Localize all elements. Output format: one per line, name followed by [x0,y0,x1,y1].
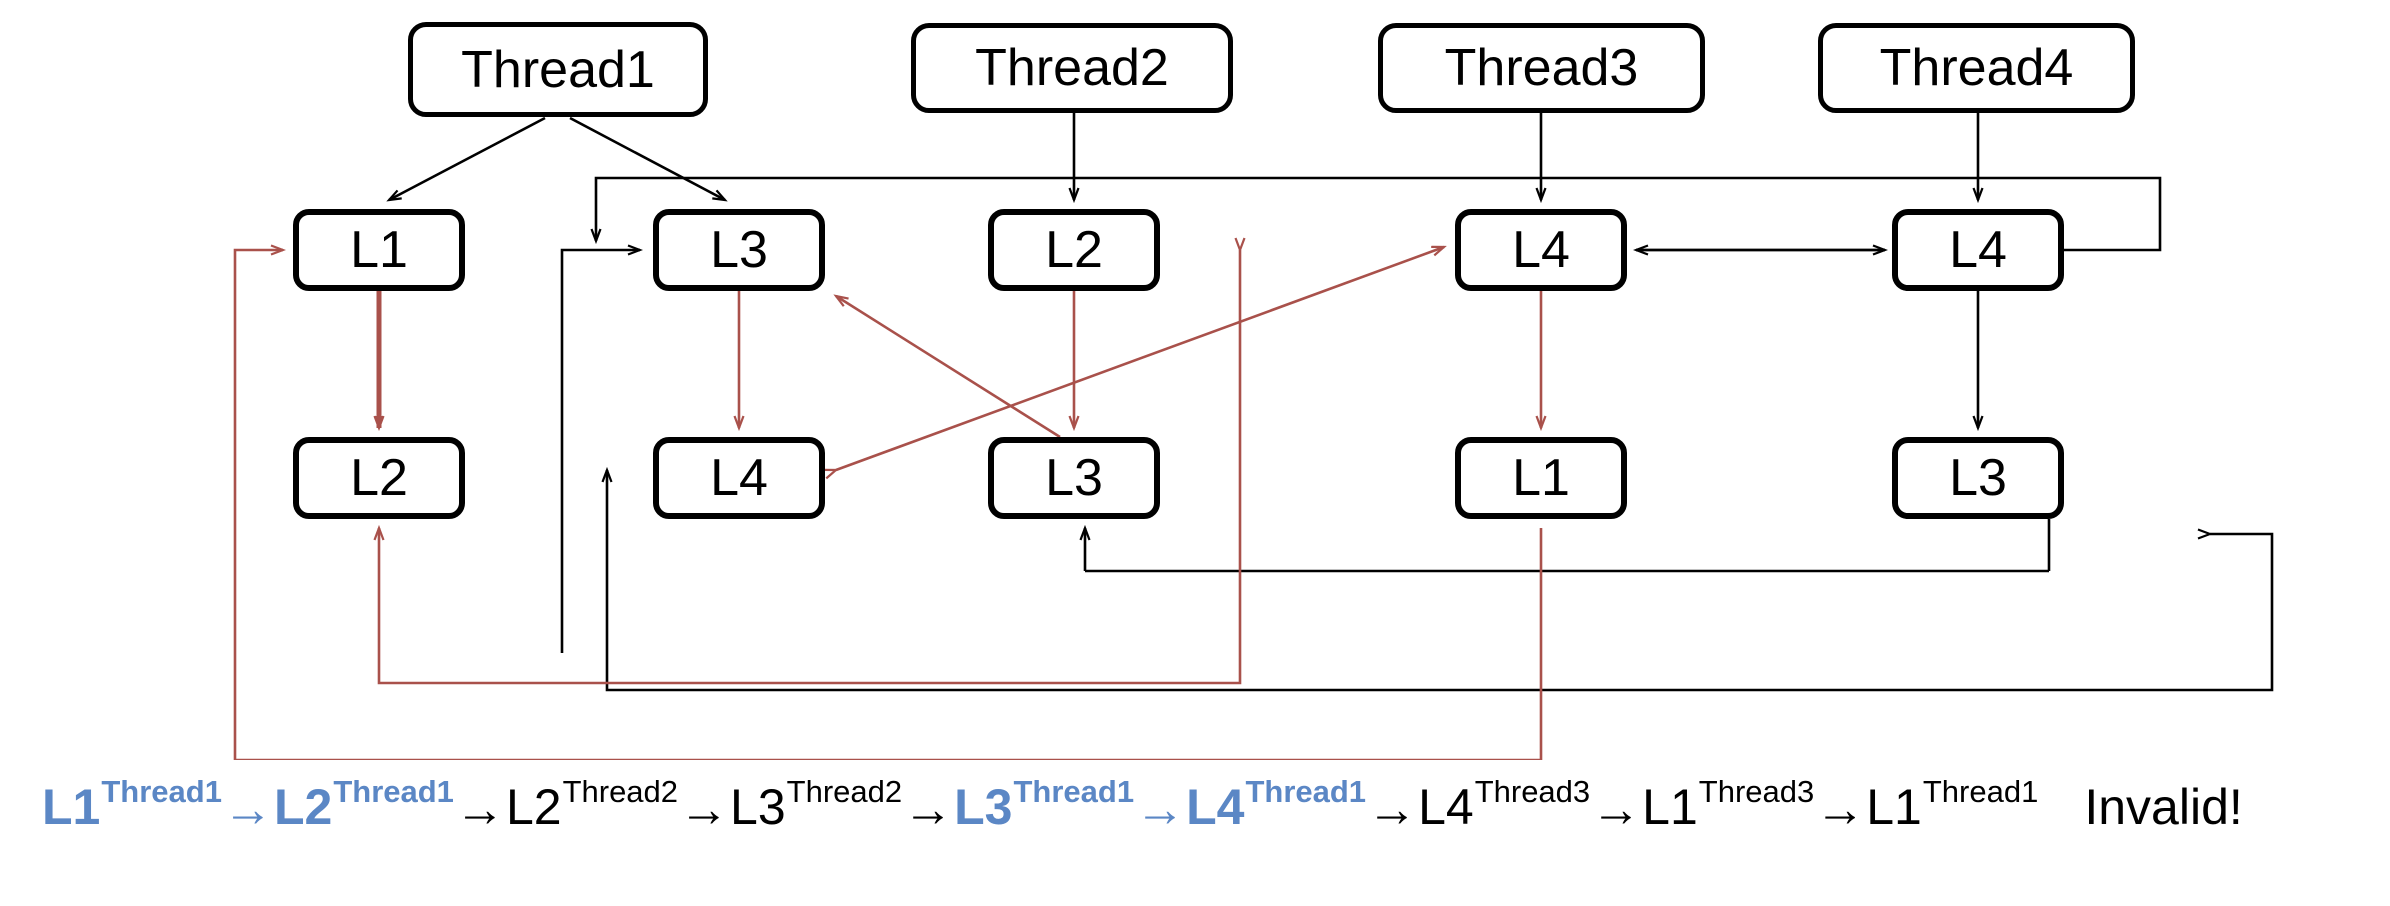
lock-label: L1 [1512,449,1570,507]
sequence-lock-label: L4 [1418,779,1474,835]
lock-label: L4 [1512,221,1570,279]
verdict-label: Invalid! [2084,779,2243,835]
thread-node-thread4[interactable]: Thread4 [1818,23,2135,113]
edge-l3b-l3a-red [836,296,1061,439]
lock-node-n2[interactable]: L3 [653,209,825,291]
sequence-thread-superscript: Thread2 [562,774,679,809]
sequence-thread-superscript: Thread2 [786,774,903,809]
sequence-thread-superscript: Thread3 [1474,774,1591,809]
sequence-arrow-icon: → [222,781,273,837]
thread-label: Thread1 [461,40,655,99]
edge-rail-top-l3 [596,176,2162,250]
sequence-thread-superscript: Thread1 [1922,774,2039,809]
sequence-arrow-icon: → [1367,781,1418,837]
thread-node-thread3[interactable]: Thread3 [1378,23,1705,113]
lock-node-n8[interactable]: L3 [988,437,1160,519]
lock-label: L4 [1949,221,2007,279]
sequence-arrow-icon: → [903,781,954,837]
thread-node-thread1[interactable]: Thread1 [408,22,708,117]
sequence-lock-label: L3 [730,779,786,835]
sequence-lock-label: L3 [954,779,1013,835]
thread-label: Thread4 [1879,39,2074,97]
sequence-thread-superscript: Thread3 [1698,774,1815,809]
sequence-lock-label: L1 [1642,779,1698,835]
edge-rail-red-l2 [379,250,1240,685]
lock-label: L2 [350,449,408,507]
lock-label: L4 [710,449,768,507]
sequence-arrow-icon: → [1135,781,1186,837]
sequence-arrow-icon: → [454,781,505,837]
sequence-arrow-icon: → [1815,781,1866,837]
lock-node-n5[interactable]: L4 [1892,209,2064,291]
lock-node-n1[interactable]: L1 [293,209,465,291]
edge-thread1-l1 [389,116,546,200]
lock-node-n10[interactable]: L3 [1892,437,2064,519]
sequence-thread-superscript: Thread1 [101,774,222,809]
sequence-arrow-icon: → [679,781,730,837]
edge-l1b-rail [1541,519,2050,571]
edge-rail-red-l1 [233,250,1543,760]
lock-label: L3 [710,221,768,279]
lock-node-n7[interactable]: L4 [653,437,825,519]
sequence-thread-superscript: Thread1 [333,774,454,809]
edge-thread1-l3 [569,116,725,200]
sequence-thread-superscript: Thread1 [1245,774,1367,809]
lock-node-n3[interactable]: L2 [988,209,1160,291]
lock-node-n6[interactable]: L2 [293,437,465,519]
lock-label: L3 [1045,449,1103,507]
sequence-lock-label: L2 [505,779,562,835]
red-edges [233,247,1543,760]
sequence-lock-label: L1 [42,779,101,835]
lock-label: L2 [1045,221,1103,279]
sequence-lock-label: L2 [273,779,333,835]
thread-label: Thread3 [1444,39,1639,97]
sequence-arrow-icon: → [1591,781,1642,837]
black-edges [389,113,2274,692]
sequence-lock-label: L1 [1866,779,1922,835]
edge-rail-l3b-l4a [607,470,2274,692]
lock-node-n4[interactable]: L4 [1455,209,1627,291]
edge-rail-left-into-l3 [560,250,640,653]
lock-node-n9[interactable]: L1 [1455,437,1627,519]
lock-label: L3 [1949,449,2007,507]
lock-label: L1 [350,221,408,279]
thread-node-thread2[interactable]: Thread2 [911,23,1233,113]
sequence-lock-label: L4 [1186,779,1245,835]
edge-layer [233,113,2274,760]
sequence-thread-superscript: Thread1 [1013,774,1135,809]
thread-label: Thread2 [975,39,1169,97]
